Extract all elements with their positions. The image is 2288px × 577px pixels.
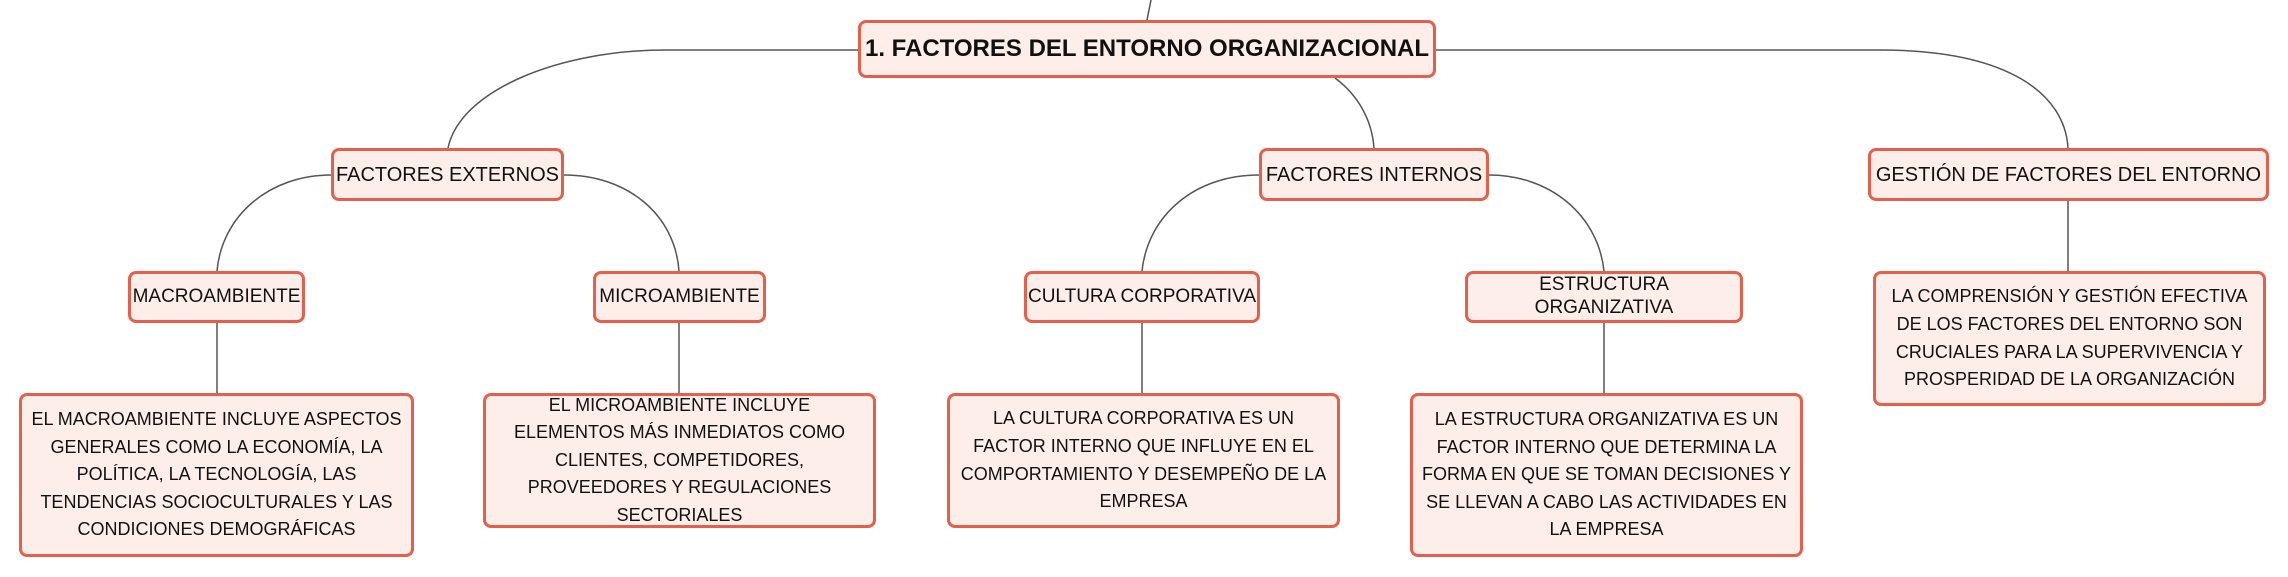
subtopic-node-microambiente[interactable]: MICROAMBIENTE — [593, 271, 766, 323]
description-text-macroambiente: EL MACROAMBIENTE INCLUYE ASPECTOS GENERA… — [31, 409, 402, 540]
connector-externos-macroambiente — [216, 174, 332, 272]
branch-label-gestion: GESTIÓN DE FACTORES DEL ENTORNO — [1875, 163, 2262, 186]
connector-root-externos — [447, 49, 858, 149]
description-text-gestion: LA COMPRENSIÓN Y GESTIÓN EFECTIVA DE LOS… — [1891, 286, 2248, 390]
subtopic-node-estructura-organizativa[interactable]: ESTRUCTURA ORGANIZATIVA — [1465, 271, 1743, 323]
connector-internos-estructura — [1488, 174, 1605, 272]
connector-root-internos — [1334, 77, 1375, 149]
connector-externos-microambiente — [563, 174, 680, 272]
subtopic-node-cultura-corporativa[interactable]: CULTURA CORPORATIVA — [1024, 271, 1260, 323]
description-text-microambiente: EL MICROAMBIENTE INCLUYE ELEMENTOS MÁS I… — [513, 394, 846, 525]
root-node[interactable]: 1. FACTORES DEL ENTORNO ORGANIZACIONAL — [858, 20, 1436, 78]
branch-node-factores-internos[interactable]: FACTORES INTERNOS — [1259, 148, 1489, 201]
description-node-cultura-corporativa[interactable]: LA CULTURA CORPORATIVA ES UN FACTOR INTE… — [947, 393, 1340, 528]
connector-internos-cultura — [1141, 174, 1260, 272]
subtopic-label-estructura-organizativa: ESTRUCTURA ORGANIZATIVA — [1534, 274, 1674, 318]
description-node-gestion[interactable]: LA COMPRENSIÓN Y GESTIÓN EFECTIVA DE LOS… — [1873, 271, 2266, 406]
description-node-macroambiente[interactable]: EL MACROAMBIENTE INCLUYE ASPECTOS GENERA… — [19, 393, 414, 557]
subtopic-label-macroambiente: MACROAMBIENTE — [132, 285, 301, 307]
connector-root-parent — [1146, 0, 1152, 21]
description-node-microambiente[interactable]: EL MICROAMBIENTE INCLUYE ELEMENTOS MÁS I… — [483, 393, 876, 528]
subtopic-label-microambiente: MICROAMBIENTE — [599, 285, 760, 307]
branch-node-gestion[interactable]: GESTIÓN DE FACTORES DEL ENTORNO — [1868, 148, 2269, 201]
branch-label-factores-internos: FACTORES INTERNOS — [1265, 163, 1483, 186]
description-text-cultura-corporativa: LA CULTURA CORPORATIVA ES UN FACTOR INTE… — [960, 408, 1327, 512]
root-label: 1. FACTORES DEL ENTORNO ORGANIZACIONAL — [864, 34, 1430, 62]
connector-root-gestion — [1436, 49, 2069, 149]
branch-label-factores-externos: FACTORES EXTERNOS — [335, 163, 559, 186]
branch-node-factores-externos[interactable]: FACTORES EXTERNOS — [331, 148, 564, 201]
subtopic-label-cultura-corporativa: CULTURA CORPORATIVA — [1027, 285, 1257, 307]
description-text-estructura-organizativa: LA ESTRUCTURA ORGANIZATIVA ES UN FACTOR … — [1421, 409, 1792, 540]
description-node-estructura-organizativa[interactable]: LA ESTRUCTURA ORGANIZATIVA ES UN FACTOR … — [1410, 393, 1803, 557]
subtopic-node-macroambiente[interactable]: MACROAMBIENTE — [128, 271, 305, 323]
